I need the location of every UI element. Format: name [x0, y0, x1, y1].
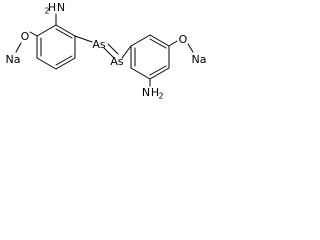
left-oxygen-label: O [21, 30, 30, 43]
molecule-diagram: H N 2 O Na As As O Na N H 2 [6, 1, 207, 101]
left-benzene-ring [36, 24, 76, 70]
right-oxygen-label: O [179, 33, 188, 46]
right-ring-bond-6 [130, 34, 151, 47]
left-ring-bond-1 [55, 24, 76, 37]
right-oxygen-bond [168, 40, 178, 47]
as-as-bond-1 [103, 47, 115, 59]
right-amine-h-label: H [151, 86, 159, 99]
left-amine-n-label: N [57, 1, 65, 14]
left-ring-double-1 [55, 28, 73, 39]
as-as-bond-2 [107, 43, 119, 55]
right-ring-bond-1 [149, 34, 170, 47]
left-ring-to-as-bond [74, 35, 93, 43]
right-ring-double-2 [149, 65, 167, 76]
arsenic-bottom-label: As [110, 55, 124, 68]
left-amine-sub-label: 2 [44, 7, 49, 16]
left-oxygen-bond [29, 31, 38, 37]
right-ring-bond-3 [149, 67, 170, 80]
right-sodium-bond [187, 43, 194, 53]
right-amine-n-label: N [142, 86, 150, 99]
left-amine-h-label: H [48, 1, 56, 14]
right-ring-to-as-bond [121, 45, 132, 59]
left-sodium-bond [15, 42, 22, 53]
right-amine-sub-label: 2 [158, 92, 163, 101]
right-sodium-label: Na [192, 53, 207, 66]
left-sodium-label: Na [6, 53, 21, 66]
left-ring-bond-6 [36, 24, 57, 37]
right-ring-double-1 [149, 38, 167, 49]
arsenic-top-label: As [92, 38, 106, 51]
right-ring-bond-4 [130, 67, 151, 80]
left-ring-bond-4 [36, 57, 57, 70]
left-ring-bond-3 [55, 57, 76, 70]
right-benzene-ring [130, 34, 170, 80]
left-ring-double-2 [55, 55, 73, 66]
